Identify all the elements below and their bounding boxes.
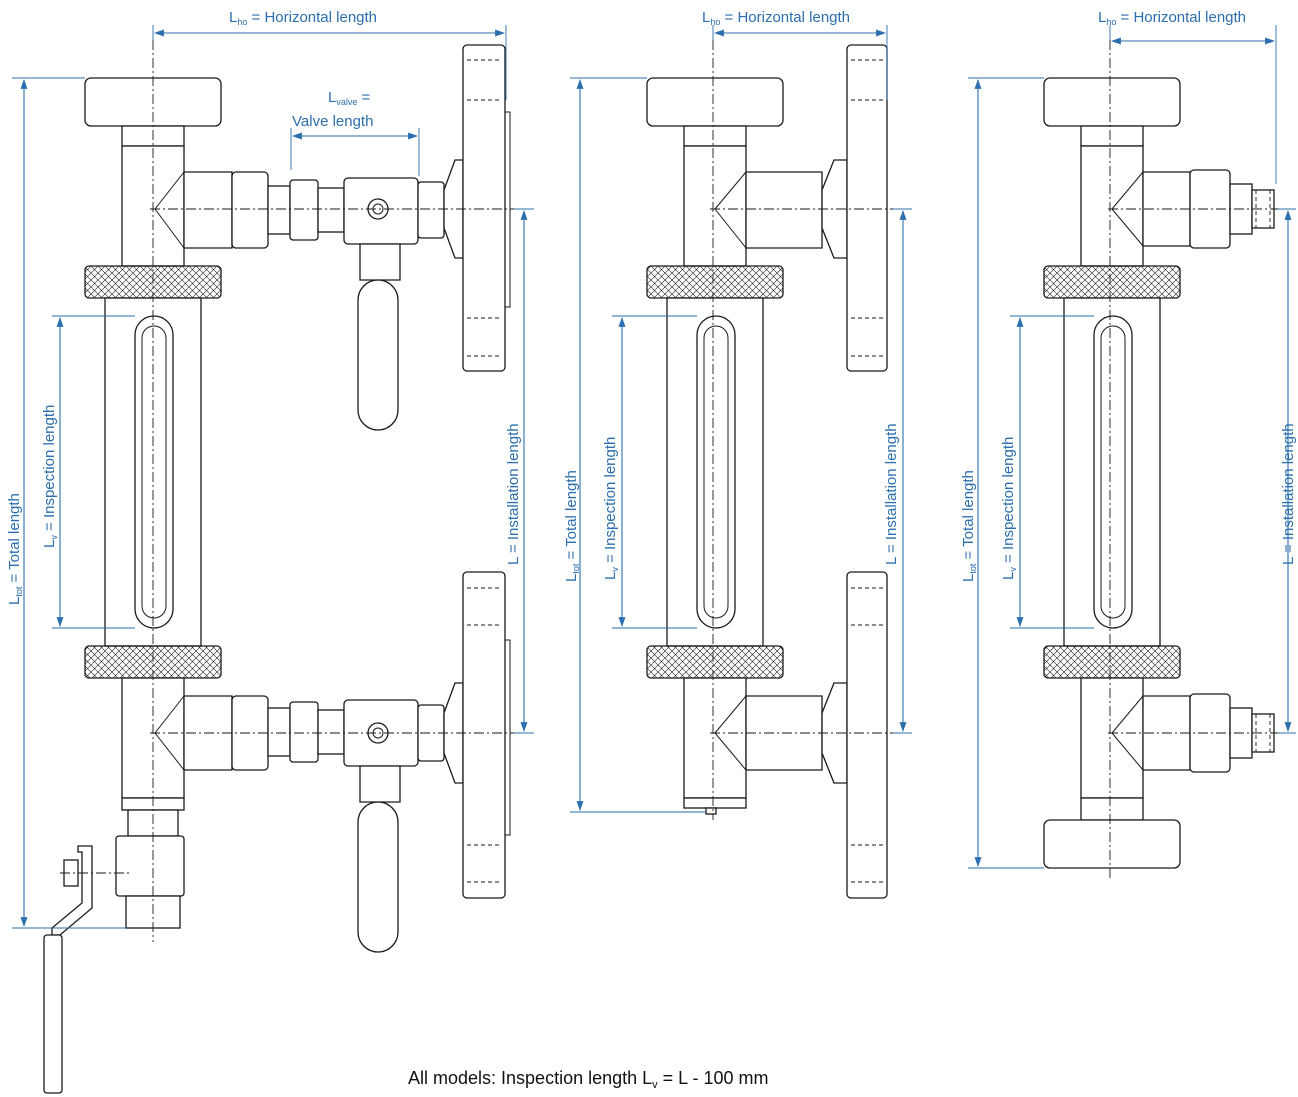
horizontal-length-label: Lho = Horizontal length [229, 9, 377, 27]
model-with-flanges [646, 40, 905, 899]
upper-flange [846, 44, 888, 372]
valve-length-label: Lvalve = [328, 89, 371, 107]
drain-valve [115, 835, 185, 897]
lower-flange [462, 571, 506, 899]
model-with-valves [43, 40, 520, 1094]
model-with-threads [1043, 40, 1290, 880]
inspection-length-label: Lv = Inspection length [602, 437, 620, 580]
drain-handle [43, 934, 63, 1094]
inspection-length-label: Lv = Inspection length [41, 405, 59, 548]
footnote: All models: Inspection length Lv = L - 1… [408, 1068, 769, 1091]
installation-length-label: L = Installation length [505, 423, 522, 565]
total-length-label: Ltot = Total length [563, 470, 581, 582]
lower-flange [846, 571, 888, 899]
upper-flange [462, 44, 506, 372]
installation-length-label: L = Installation length [1280, 423, 1297, 565]
total-length-label: Ltot = Total length [960, 470, 978, 582]
total-length-label: Ltot = Total length [6, 493, 24, 605]
inspection-length-label: Lv = Inspection length [1000, 437, 1018, 580]
dimensions [12, 25, 1296, 929]
valve-length-label-line2: Valve length [292, 113, 373, 130]
horizontal-length-label: Lho = Horizontal length [702, 9, 850, 27]
lower-valve-handle [357, 801, 399, 953]
installation-length-label: L = Installation length [883, 423, 900, 565]
horizontal-length-label: Lho = Horizontal length [1098, 9, 1246, 27]
upper-valve-handle [357, 279, 399, 431]
